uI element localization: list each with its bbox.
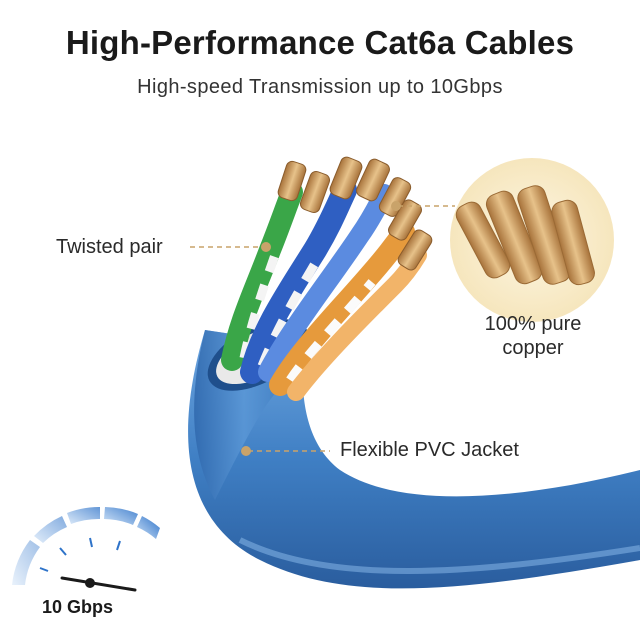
copper-tips [277, 156, 433, 271]
pvc-jacket-label: Flexible PVC Jacket [340, 439, 519, 461]
page-subtitle: High-speed Transmission up to 10Gbps [137, 76, 503, 98]
twisted-pairs [221, 178, 427, 401]
pure-copper-line2: copper [502, 337, 564, 359]
pure-copper-label: 100% pure copper [460, 312, 606, 360]
speed-badge-label: 10 Gbps [42, 597, 114, 617]
twisted-pair-label: Twisted pair [56, 236, 163, 258]
jacket-marker [241, 446, 251, 456]
callout-lines [190, 205, 455, 452]
page-title: High-Performance Cat6a Cables [65, 24, 575, 61]
copper-marker [391, 201, 401, 211]
copper-zoom-circle [450, 158, 614, 322]
speedometer-icon [0, 506, 160, 640]
pure-copper-line1: 100% pure [484, 313, 582, 335]
twisted-pair-marker [261, 242, 271, 252]
